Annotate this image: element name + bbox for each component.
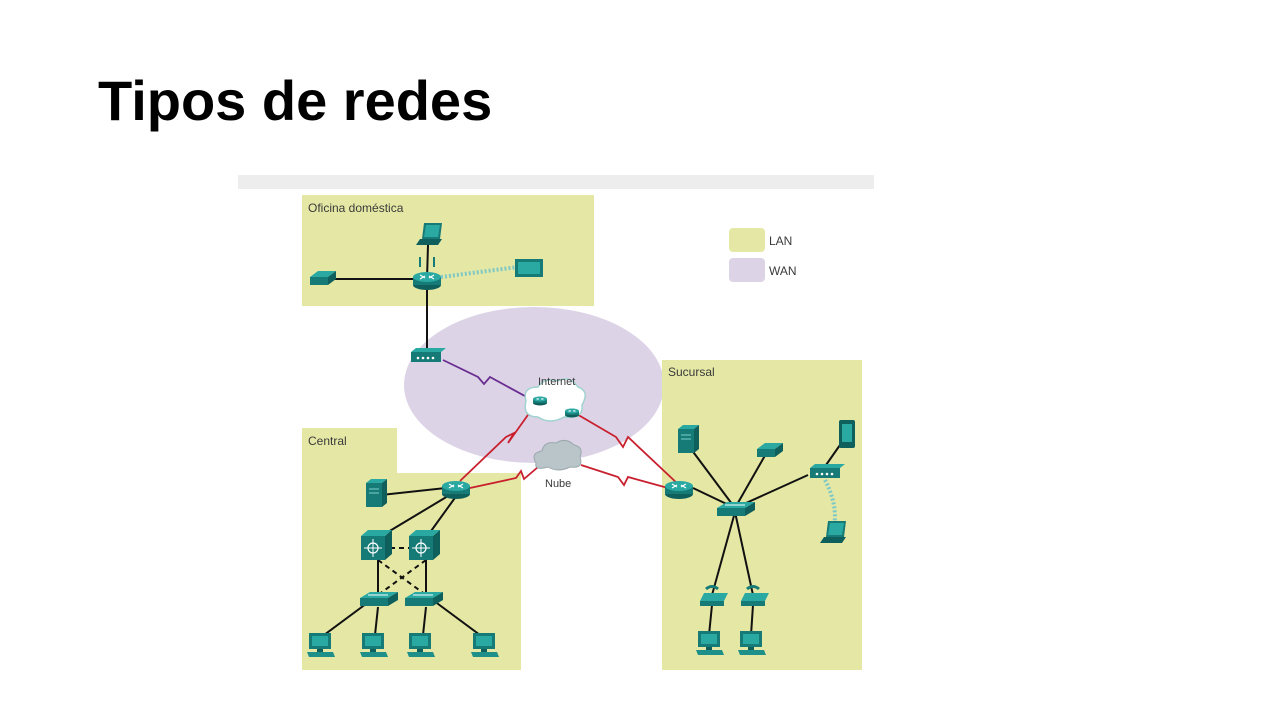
branch-access-point-icon: [810, 464, 845, 478]
zone-branch: [662, 360, 862, 670]
internet-cloud: [524, 378, 586, 422]
diagram-top-strip: [238, 175, 874, 189]
central-core-switch-2-icon: [408, 529, 441, 561]
zone-home-office: [302, 195, 594, 306]
wan-link-internet-branch: [574, 412, 680, 486]
branch-server-icon: [677, 424, 700, 454]
branch-pc-2-icon: [738, 631, 766, 655]
home-tv-icon: [515, 259, 543, 277]
network-types-diagram: Oficina doméstica Central Sucursal LAN W…: [238, 175, 874, 670]
wireless-link-home: [440, 265, 519, 279]
legend-lan-swatch: [729, 228, 765, 252]
central-pc-4-icon: [471, 633, 499, 657]
legend-wan-swatch: [729, 258, 765, 282]
central-core-switch-1-icon: [360, 529, 393, 561]
wan-link-central-internet: [459, 404, 536, 482]
internet-label: Internet: [538, 376, 575, 388]
central-pc-2-icon: [360, 633, 388, 657]
zone-home-label: Oficina doméstica: [308, 201, 404, 215]
central-router-icon: [441, 480, 471, 500]
wan-area: [404, 307, 664, 463]
central-pc-3-icon: [407, 633, 435, 657]
branch-pc-1-icon: [696, 631, 724, 655]
branch-tablet-icon: [839, 420, 855, 448]
nube-label: Nube: [545, 478, 571, 490]
wan-link-cloud-branch: [580, 464, 669, 489]
slide-title: Tipos de redes: [98, 69, 493, 132]
home-wireless-router-icon: [412, 257, 442, 291]
central-server-icon: [365, 478, 388, 508]
nube-cloud: [533, 439, 582, 471]
zone-central-label: Central: [308, 434, 347, 448]
central-pc-1-icon: [307, 633, 335, 657]
legend-wan-label: WAN: [769, 264, 797, 278]
legend-lan-label: LAN: [769, 234, 792, 248]
dsl-link: [442, 359, 535, 402]
zone-branch-label: Sucursal: [668, 365, 715, 379]
wan-link-central-cloud: [469, 466, 539, 489]
dsl-modem-icon: [411, 348, 446, 362]
branch-router-icon: [664, 480, 694, 500]
